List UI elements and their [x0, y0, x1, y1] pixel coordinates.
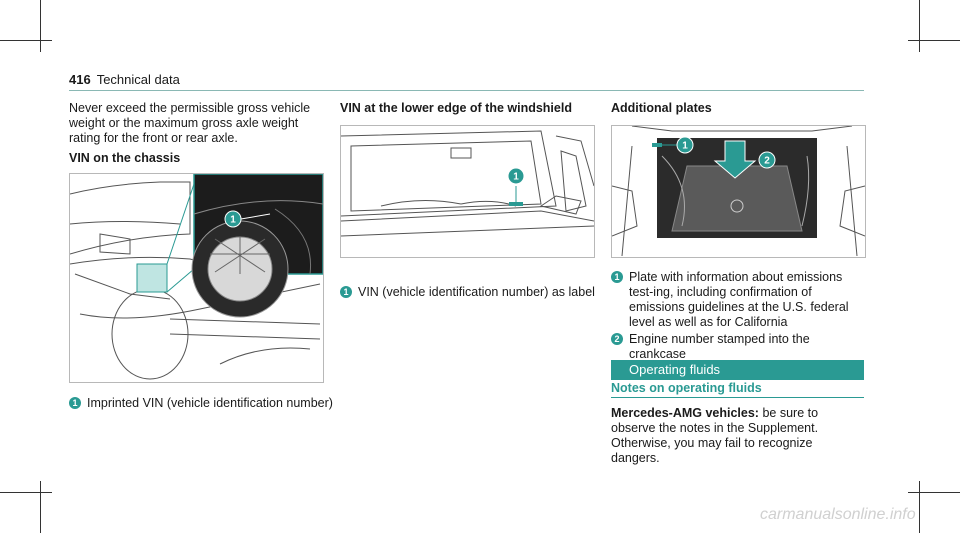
windshield-illustration: 1 [341, 130, 594, 237]
list-item: 1 Plate with information about emissions … [611, 270, 866, 330]
watermark: carmanualsonline.info [760, 506, 916, 523]
svg-text:1: 1 [513, 172, 519, 183]
note-paragraph: Mercedes-AMG vehicles: be sure to observ… [611, 406, 861, 466]
heading-vin-chassis: VIN on the chassis [69, 151, 181, 165]
intro-paragraph: Never exceed the permissible gross vehic… [69, 101, 331, 146]
svg-text:2: 2 [764, 156, 770, 167]
section-title: Technical data [96, 72, 180, 87]
caption-vin-chassis: 1 Imprinted VIN (vehicle identification n… [69, 396, 352, 411]
page-number: 416 [69, 72, 91, 87]
caption-vin-windshield: 1 VIN (vehicle identification number) as … [340, 285, 620, 300]
callout-2-icon: 2 [611, 333, 623, 345]
header-rule [69, 90, 864, 91]
callout-1-icon: 1 [611, 271, 623, 283]
crop-mark [908, 492, 960, 493]
heading-vin-windshield: VIN at the lower edge of the windshield [340, 101, 572, 115]
list-item: 2 Engine number stamped into the crankcas… [611, 332, 866, 362]
figure-vin-windshield: 1 [340, 125, 595, 258]
svg-text:1: 1 [230, 215, 236, 226]
note-bold: Mercedes-AMG vehicles: [611, 406, 759, 420]
intro-text: Never exceed the permissible gross vehic… [69, 101, 311, 145]
section-bar-operating-fluids: Operating fluids [611, 360, 864, 380]
caption-text: VIN (vehicle identification number) as l… [358, 285, 595, 299]
list-item-text: Plate with information about emissions t… [629, 270, 849, 329]
additional-plates-list: 1 Plate with information about emissions … [611, 270, 866, 362]
note-body: be sure to observe the notes in the Supp… [611, 406, 819, 465]
svg-text:1: 1 [682, 141, 688, 152]
caption-text: Imprinted VIN (vehicle identification nu… [87, 396, 333, 410]
list-item-text: Engine number stamped into the crankcase [629, 332, 810, 361]
chassis-illustration: 1 [70, 174, 323, 380]
crop-mark [0, 40, 52, 41]
heading-additional-plates: Additional plates [611, 101, 712, 115]
page-header: 416 Technical data [69, 72, 180, 87]
wheel-inset: 1 [191, 174, 323, 318]
note-text: Mercedes-AMG vehicles: be sure to observ… [611, 406, 861, 466]
crop-mark [40, 0, 41, 52]
crop-mark [919, 0, 920, 52]
crop-mark [919, 481, 920, 533]
subheading-rule [611, 397, 864, 398]
callout-1-icon: 1 [69, 397, 81, 409]
engine-bay-illustration: 1 2 [612, 126, 865, 257]
crop-mark [908, 40, 960, 41]
crop-mark [40, 481, 41, 533]
figure-vin-chassis: 1 [69, 173, 324, 383]
callout-1-icon: 1 [340, 286, 352, 298]
figure-additional-plates: 1 2 [611, 125, 866, 258]
crop-mark [0, 492, 52, 493]
subheading-notes: Notes on operating fluids [611, 381, 762, 395]
